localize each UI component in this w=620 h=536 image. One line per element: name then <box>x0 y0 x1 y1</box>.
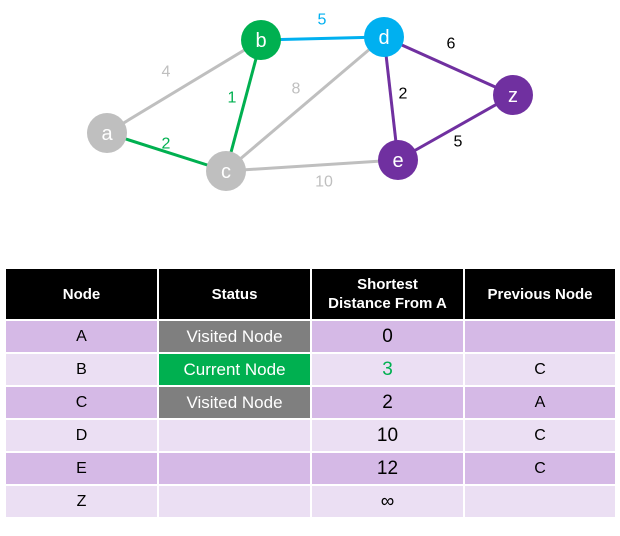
distance-cell: 0 <box>310 319 465 354</box>
node-layer: a b c d e z <box>87 17 533 191</box>
node-circle-b <box>241 20 281 60</box>
node-label-d: d <box>378 27 389 49</box>
edge-weight-e-z: 5 <box>454 134 463 151</box>
header-previous: Previous Node <box>463 267 617 321</box>
node-a: a <box>87 113 127 153</box>
table-row: E 12 C <box>4 451 617 486</box>
previous-cell <box>463 319 617 354</box>
node-d: d <box>364 17 404 57</box>
edge-weight-d-e: 2 <box>399 86 408 103</box>
node-cell: A <box>4 319 159 354</box>
previous-cell: A <box>463 385 617 420</box>
node-e: e <box>378 140 418 180</box>
status-cell <box>157 484 312 519</box>
node-cell: B <box>4 352 159 387</box>
previous-cell: C <box>463 352 617 387</box>
status-cell: Visited Node <box>157 319 312 354</box>
table-header-row: Node Status Shortest Distance From A Pre… <box>4 267 617 321</box>
node-label-b: b <box>255 30 266 52</box>
distance-cell: ∞ <box>310 484 465 519</box>
node-label-e: e <box>392 150 403 172</box>
edge-b-d <box>260 35 385 42</box>
node-circle-c <box>206 151 246 191</box>
node-cell: D <box>4 418 159 453</box>
node-cell: E <box>4 451 159 486</box>
distance-table: Node Status Shortest Distance From A Pre… <box>4 267 617 519</box>
edge-c-e <box>225 158 399 173</box>
status-cell <box>157 418 312 453</box>
node-label-z: z <box>508 85 518 107</box>
node-cell: C <box>4 385 159 420</box>
edge-d-e <box>382 36 400 161</box>
previous-cell <box>463 484 617 519</box>
header-status: Status <box>157 267 312 321</box>
edge-a-b <box>106 38 262 135</box>
graph-diagram: 4 2 1 5 8 10 2 6 5 a b c d e z <box>87 12 533 191</box>
edge-weight-b-d: 5 <box>318 12 327 29</box>
header-distance-line1: Shortest <box>357 276 418 293</box>
edge-weight-b-c: 1 <box>228 90 237 107</box>
distance-cell: 2 <box>310 385 465 420</box>
node-circle-z <box>493 75 533 115</box>
edge-weight-a-b: 4 <box>162 64 171 81</box>
edge-weight-layer: 4 2 1 5 8 10 2 6 5 <box>162 12 463 191</box>
edge-layer <box>106 35 514 173</box>
header-node: Node <box>4 267 159 321</box>
header-distance-line2: Distance From A <box>328 295 447 312</box>
edge-d-z <box>383 35 514 97</box>
edge-a-c <box>106 131 227 173</box>
node-b: b <box>241 20 281 60</box>
table-row: Z ∞ <box>4 484 617 519</box>
previous-cell: C <box>463 418 617 453</box>
node-label-a: a <box>101 123 113 145</box>
edge-c-d <box>225 35 385 173</box>
previous-cell: C <box>463 451 617 486</box>
status-cell: Current Node <box>157 352 312 387</box>
edge-b-c <box>224 39 263 172</box>
node-z: z <box>493 75 533 115</box>
status-cell <box>157 451 312 486</box>
table-row: A Visited Node 0 <box>4 319 617 354</box>
edge-weight-c-e: 10 <box>315 174 333 191</box>
distance-cell: 3 <box>310 352 465 387</box>
edge-weight-a-c: 2 <box>162 136 171 153</box>
header-distance: Shortest Distance From A <box>310 267 465 321</box>
table-row: B Current Node 3 C <box>4 352 617 387</box>
edge-weight-c-d: 8 <box>292 81 301 98</box>
edge-weight-d-z: 6 <box>447 36 456 53</box>
node-c: c <box>206 151 246 191</box>
node-cell: Z <box>4 484 159 519</box>
distance-cell: 12 <box>310 451 465 486</box>
node-circle-d <box>364 17 404 57</box>
status-cell: Visited Node <box>157 385 312 420</box>
table-row: C Visited Node 2 A <box>4 385 617 420</box>
node-label-c: c <box>221 161 231 183</box>
node-circle-e <box>378 140 418 180</box>
table-row: D 10 C <box>4 418 617 453</box>
node-circle-a <box>87 113 127 153</box>
distance-cell: 10 <box>310 418 465 453</box>
edge-e-z <box>397 93 514 162</box>
